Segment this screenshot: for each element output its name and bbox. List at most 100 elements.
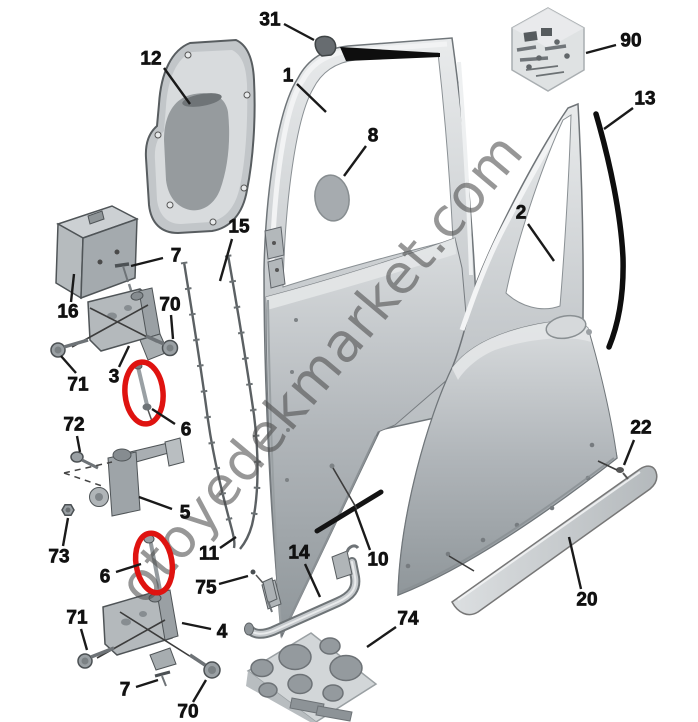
callout-label-13: 13: [634, 89, 655, 110]
corner-piece-31: [314, 35, 337, 57]
step-bar-bracket-b: [331, 550, 353, 580]
trim-panel-holes: [154, 51, 251, 226]
callout-leader-20: [567, 536, 583, 590]
step-bar-14: [244, 544, 361, 639]
callout-label-8: 8: [368, 126, 379, 147]
callout-label-20: 20: [576, 590, 597, 611]
callout-label-11: 11: [199, 544, 220, 565]
callout-leader-5: [138, 495, 173, 511]
callout-label-71: 71: [66, 608, 88, 629]
molding-strip-10: [314, 489, 384, 534]
callout-leader-4: [181, 621, 212, 631]
upper-hinge-assembly-3: [50, 262, 179, 425]
screw-70-lower: [189, 653, 221, 679]
window-seal-strip-13: [593, 111, 626, 350]
callout-leader-6: [151, 407, 176, 426]
grommet-kit-74: [246, 632, 378, 722]
callout-label-70: 70: [159, 295, 180, 316]
trim-panel-inner-shape: [164, 93, 230, 211]
bracket-75: [250, 569, 278, 613]
check-strap-plate: [164, 437, 185, 467]
callout-leader-22: [622, 439, 636, 466]
callout-label-3: 3: [109, 367, 120, 388]
screw-7-upper: [114, 262, 130, 268]
callout-leader-72: [75, 435, 82, 453]
callout-leader-15: [218, 238, 234, 282]
trim-panel-slot: [182, 93, 222, 107]
callout-label-4: 4: [217, 622, 228, 643]
bolt-71-upper: [50, 338, 89, 358]
callout-leader-14: [303, 563, 322, 598]
callout-label-5: 5: [180, 503, 191, 524]
front-door-belt-highlight: [266, 238, 456, 310]
callout-label-7: 7: [120, 680, 131, 701]
callout-leader-3: [117, 345, 131, 368]
front-door-bottom-edge: [282, 435, 377, 634]
callout-leader-70: [169, 314, 175, 340]
callout-label-1: 1: [283, 66, 294, 87]
speaker-hole-8: [314, 174, 350, 222]
callout-leader-7: [130, 256, 164, 268]
callout-label-75: 75: [195, 578, 217, 599]
callout-leader-6: [115, 562, 142, 574]
callout-label-10: 10: [367, 550, 388, 571]
highlight-ellipse-1: [122, 359, 166, 427]
front-door-shell-1: [263, 37, 478, 639]
callout-label-2: 2: [516, 203, 527, 224]
callout-leader-75: [218, 574, 249, 586]
b-pillar-highlight: [457, 61, 473, 276]
callout-leader-70: [191, 679, 208, 703]
callout-label-12: 12: [140, 49, 161, 70]
callout-leader-71: [60, 355, 77, 374]
callout-label-72: 72: [63, 415, 84, 436]
callout-label-7: 7: [171, 246, 182, 267]
callout-leader-13: [603, 107, 634, 130]
callout-leader-10: [353, 508, 372, 551]
screw-7-lower: [154, 670, 171, 687]
sliding-door-pillar-highlight: [459, 115, 569, 331]
hardware-kit-90: [511, 7, 585, 92]
door-handle-button: [586, 329, 592, 335]
molding-clip-22: [616, 467, 629, 480]
callout-leader-90: [585, 43, 617, 55]
callout-label-90: 90: [620, 31, 641, 52]
body-side-molding-20: [451, 465, 658, 616]
sliding-door-bottom-shade: [399, 457, 615, 593]
callout-leader-73: [61, 517, 70, 547]
sliding-door-holes: [405, 442, 595, 569]
callout-leader-74: [366, 626, 397, 648]
door-handle-recess: [545, 314, 587, 340]
bolt-71-lower: [77, 646, 115, 669]
front-door-holes: [285, 318, 335, 482]
kit-fasteners: [516, 28, 570, 77]
callout-leader-12: [163, 67, 191, 105]
glass-run-cable-15: [180, 261, 236, 549]
callout-leader-71: [79, 628, 89, 651]
callout-leader-8: [343, 145, 367, 177]
callout-label-70: 70: [177, 702, 198, 722]
callout-leader-31: [283, 22, 315, 42]
callout-leader-1: [296, 83, 327, 113]
callout-label-73: 73: [48, 547, 69, 568]
callout-label-6: 6: [181, 420, 192, 441]
inner-trim-panel-12: [144, 38, 256, 235]
callout-label-15: 15: [228, 217, 250, 238]
callout-leader-11: [219, 536, 237, 549]
check-body: [107, 451, 141, 517]
callout-label-6: 6: [100, 567, 111, 588]
assembly-pointer-lines: [332, 460, 618, 572]
callout-label-31: 31: [259, 10, 281, 31]
front-door-edge-line: [267, 299, 282, 629]
lower-hinge-assembly-4: [77, 534, 221, 687]
door-check-assembly-5: [61, 437, 185, 517]
screw-70-upper: [145, 334, 179, 357]
callout-label-14: 14: [288, 543, 310, 564]
callout-label-71: 71: [67, 375, 89, 396]
a-pillar-highlight: [269, 41, 448, 263]
callout-leader-16: [69, 273, 76, 303]
grommets: [250, 637, 363, 702]
door-lock-bracket: [264, 226, 286, 289]
